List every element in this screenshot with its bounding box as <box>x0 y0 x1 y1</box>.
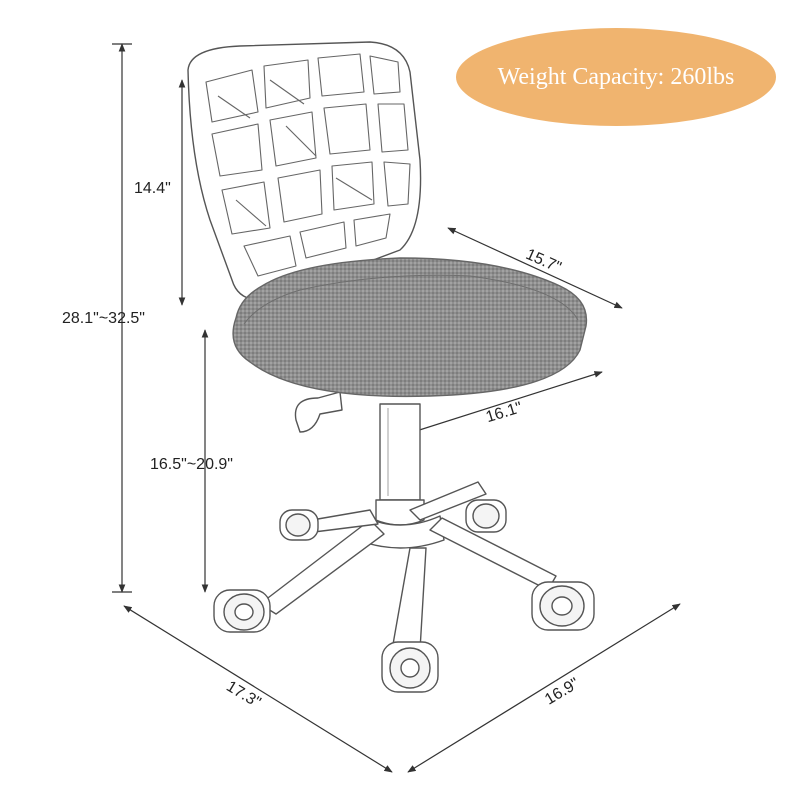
base-legs <box>259 481 557 651</box>
weight-capacity-badge: Weight Capacity: 260lbs <box>456 28 776 126</box>
base-right-line <box>407 603 681 773</box>
overall-height-label: 28.1"~32.5" <box>62 310 145 327</box>
caster-back-right <box>465 499 507 533</box>
caster-front-left <box>213 589 271 633</box>
seat-depth-line <box>447 227 623 309</box>
casters <box>213 499 595 693</box>
height-lever <box>294 391 343 433</box>
caster-back-left <box>279 509 319 541</box>
chair <box>187 41 595 693</box>
base-hub <box>357 515 445 549</box>
backrest-lattice <box>205 53 411 277</box>
backrest-height-label: 14.4" <box>134 180 171 197</box>
caster-front-right <box>531 581 595 631</box>
base-left-line <box>123 605 393 773</box>
dimension-lines <box>112 43 681 773</box>
seat-cushion <box>232 257 588 398</box>
caster-front-center <box>381 641 439 693</box>
seat-width-line <box>387 371 603 441</box>
gas-cylinder <box>375 403 425 526</box>
seat-height-label: 16.5"~20.9" <box>150 456 233 473</box>
weight-capacity-text: Weight Capacity: 260lbs <box>497 63 735 90</box>
